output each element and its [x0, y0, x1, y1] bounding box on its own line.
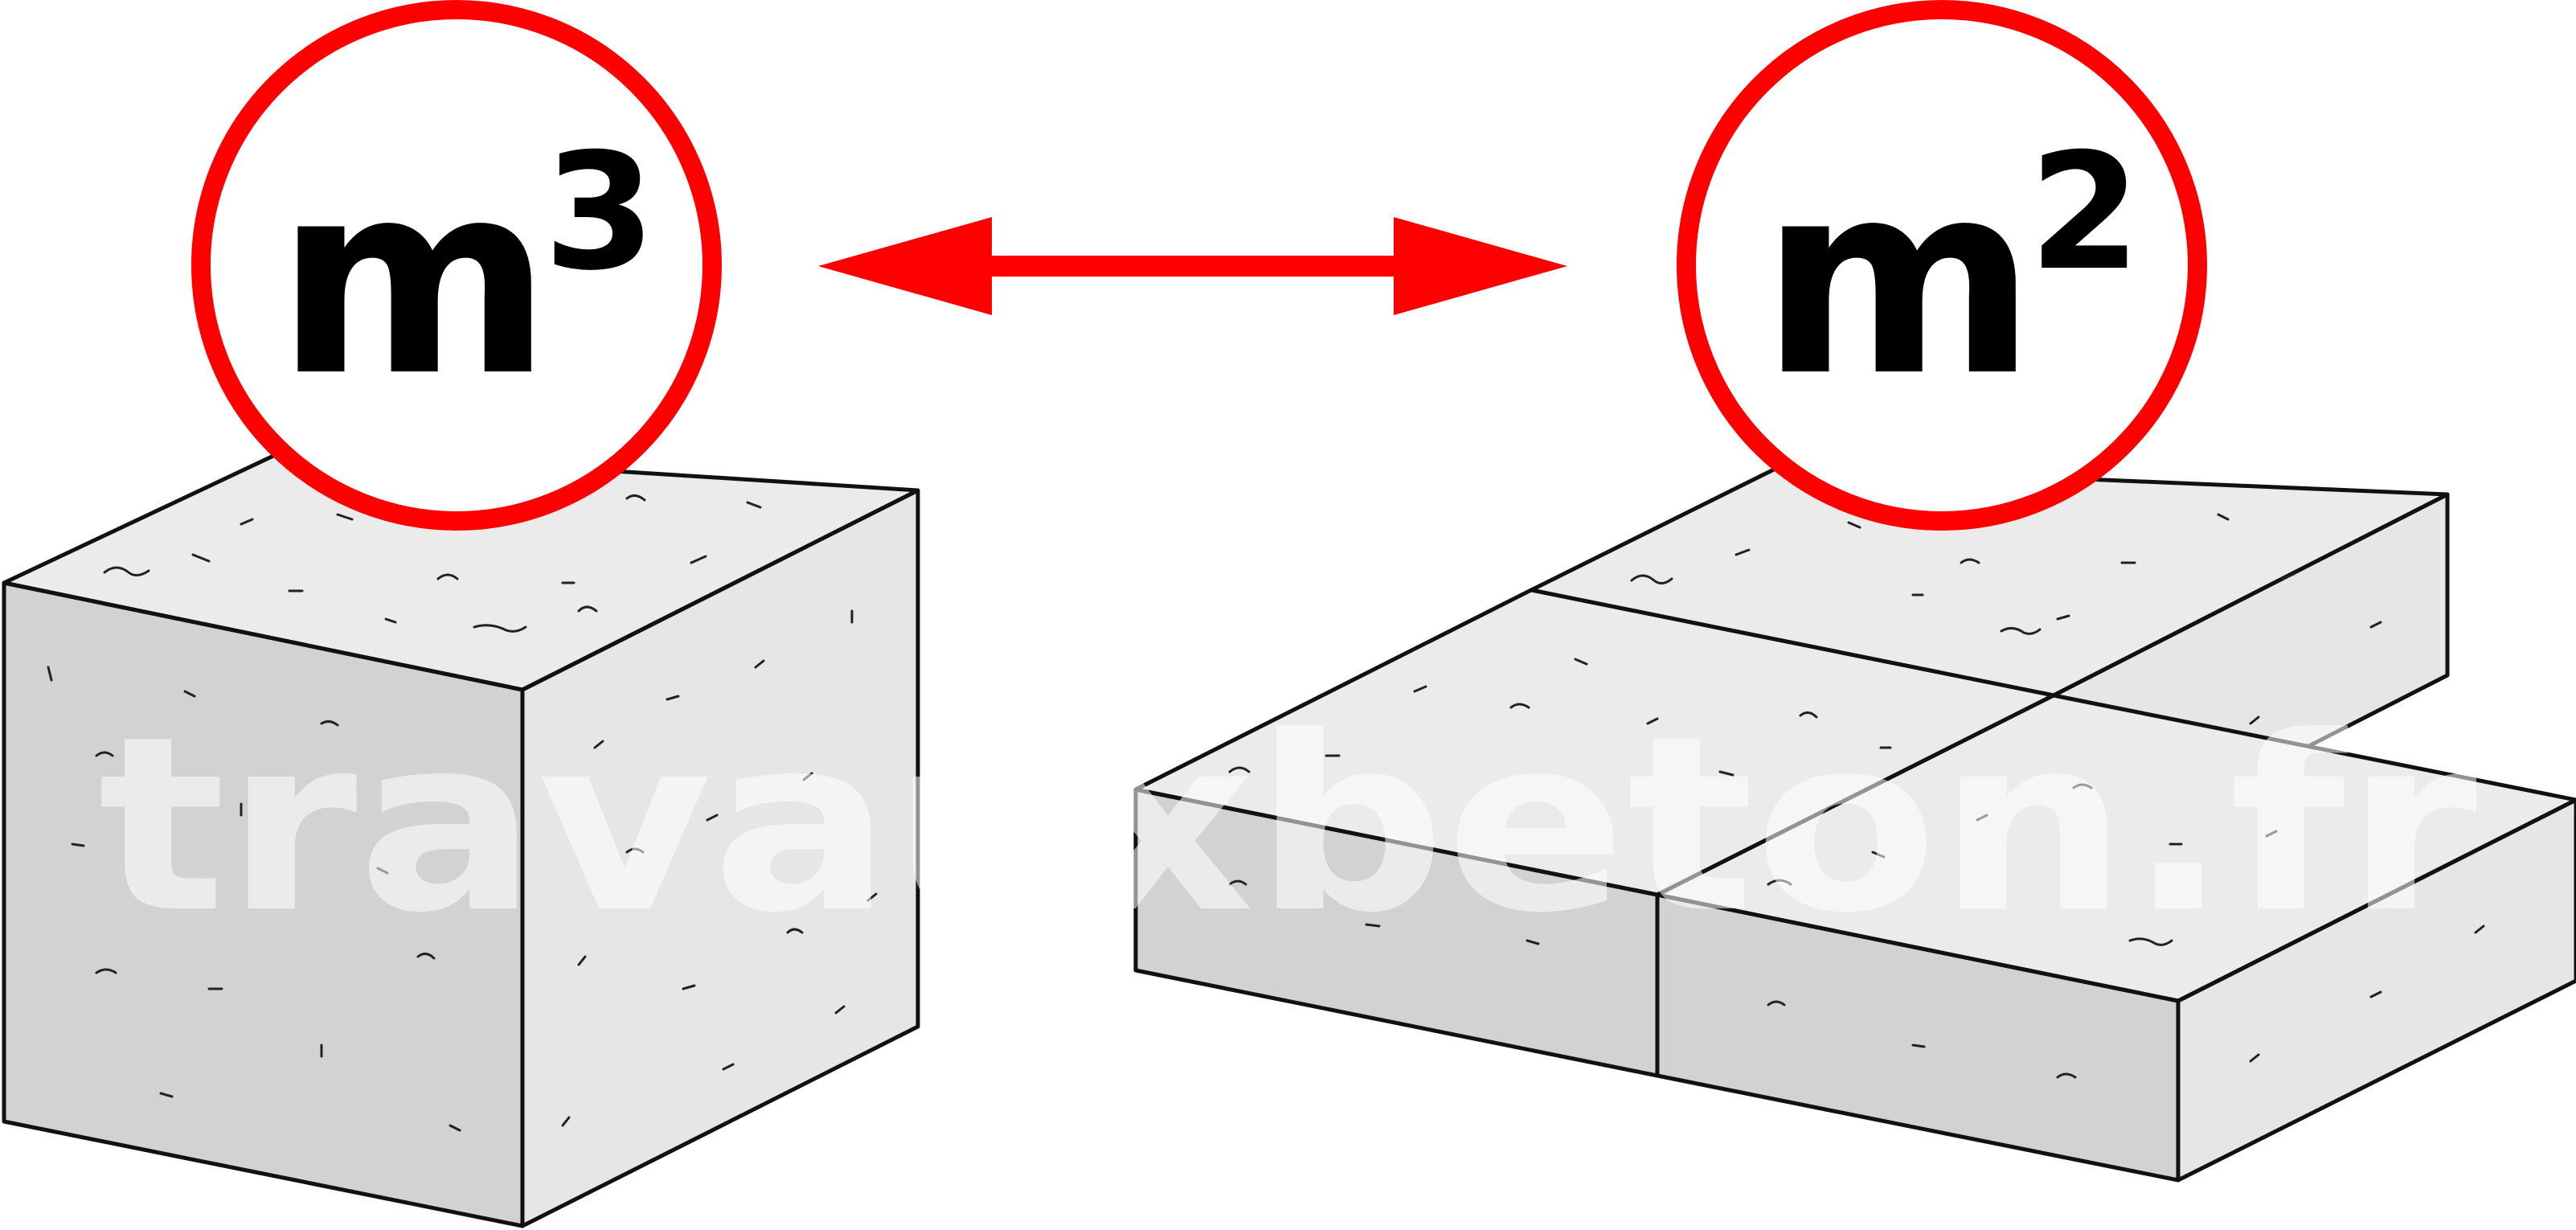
concrete-slab-icon	[1133, 464, 2576, 1183]
slab-texture	[1228, 513, 2485, 1079]
volume-unit-base: m	[276, 125, 552, 434]
watermark-text: travauxbeton.fr	[98, 685, 2479, 966]
cube-texture	[47, 494, 878, 1132]
volume-unit-badge: m 3	[191, 0, 722, 531]
double-arrow-icon	[818, 217, 1567, 315]
area-unit-exponent: 2	[2029, 119, 2140, 306]
area-unit-base: m	[1760, 125, 2037, 434]
volume-unit-exponent: 3	[543, 119, 655, 306]
area-unit-badge: m 2	[1677, 0, 2207, 531]
concrete-cube-icon	[2, 448, 920, 1228]
